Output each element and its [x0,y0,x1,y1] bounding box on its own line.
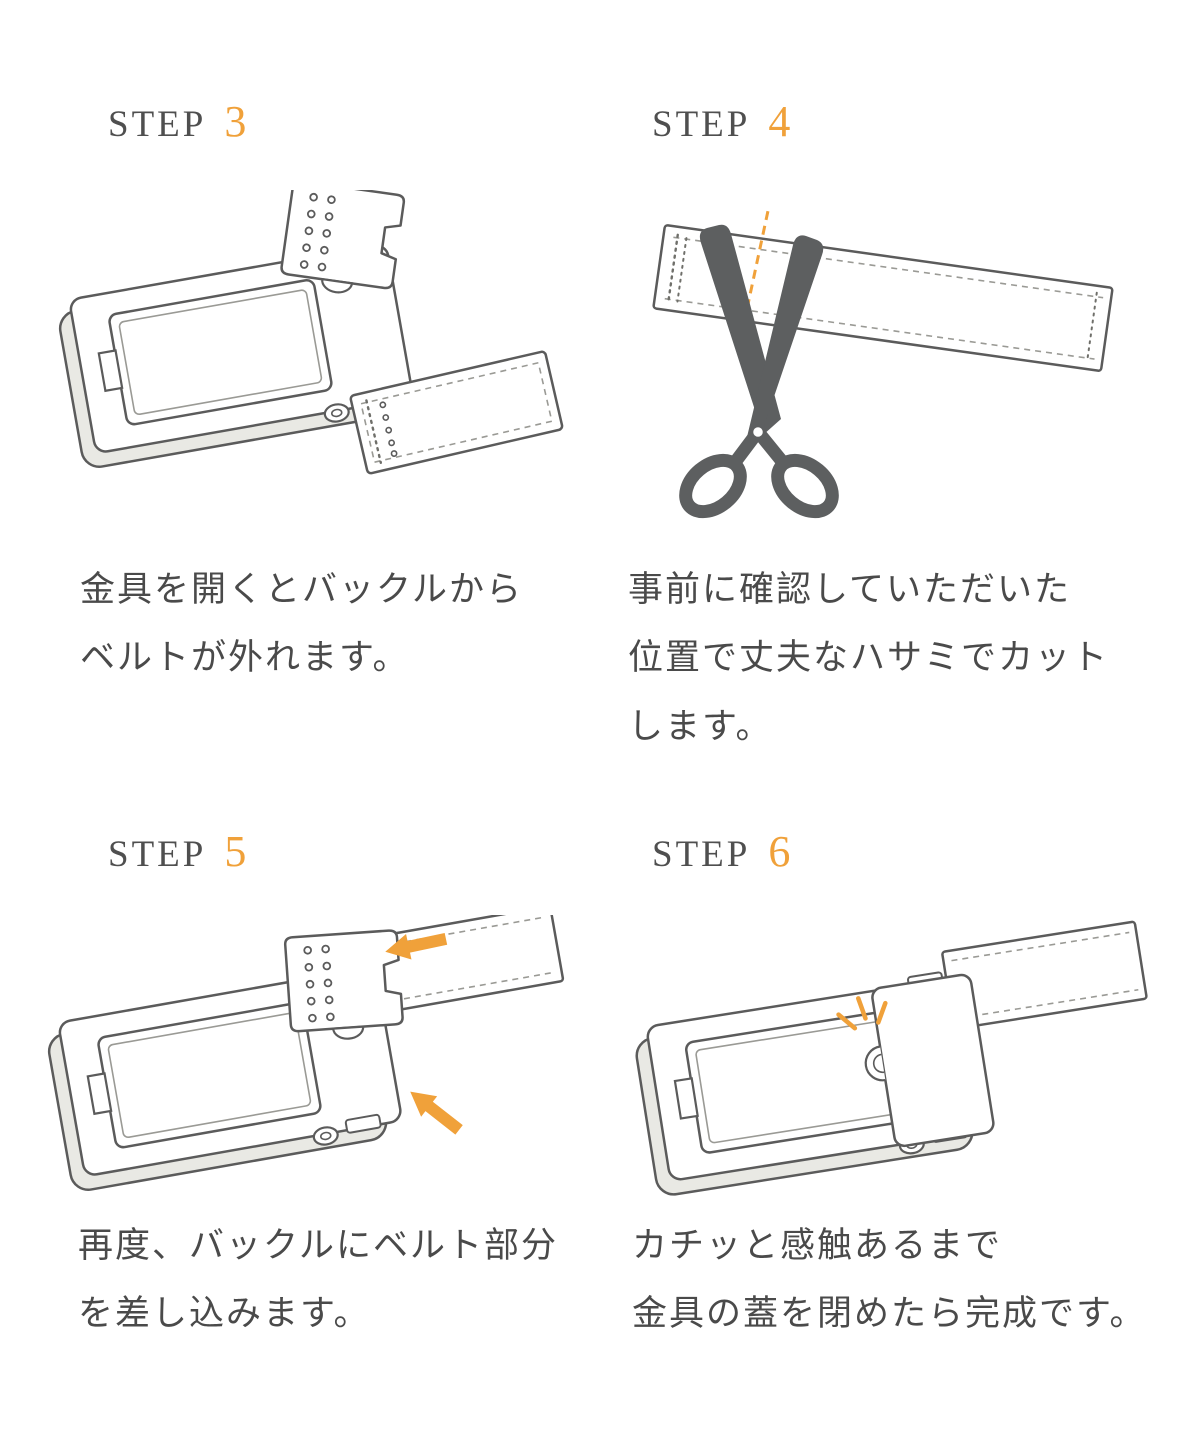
caption-line: 事前に確認していただいた [628,570,1071,609]
buckle-open [45,928,406,1194]
buckle-lid-closed [864,973,995,1148]
caption-line: 金具を開くとバックルから [80,570,523,609]
belt-strap [652,210,1114,372]
caption-line: します。 [628,706,773,746]
step6-heading: STEP 6 [652,826,790,877]
step5-number: 5 [224,827,247,876]
click-emphasis-marks [836,996,888,1031]
step4-heading: STEP 4 [652,96,790,147]
step4-number: 4 [768,97,791,146]
step6-number: 6 [768,827,791,876]
step6-label: STEP [652,834,751,875]
step6-caption: カチッと感触あるまで 金具の蓋を閉めたら完成です。 [632,1212,1147,1349]
belt-strap-detached [349,350,564,475]
step3-caption: 金具を開くとバックルから ベルトが外れます。 [80,556,523,693]
insert-arrow-bottom [402,1081,468,1141]
step3-number: 3 [224,97,247,146]
step4-caption: 事前に確認していただいた 位置で丈夫なハサミでカット します。 [628,556,1109,761]
cut-position-line [737,210,770,349]
illustration-step6-closed-buckle [630,920,1148,1199]
caption-line: 位置で丈夫なハサミでカット [628,638,1110,678]
step4-label: STEP [652,104,751,145]
step3-heading: STEP 3 [108,96,246,147]
step5-label: STEP [108,834,207,875]
illustration-step5-insert-belt [45,915,565,1194]
caption-line: を差し込みます。 [78,1294,371,1334]
step3-label: STEP [108,104,207,145]
illustration-step4-cutting [652,210,1114,519]
caption-line: 金具の蓋を閉めたら完成です。 [632,1294,1147,1334]
step5-caption: 再度、バックルにベルト部分 を差し込みます。 [78,1212,558,1349]
caption-line: カチッと感触あるまで [632,1226,1003,1265]
step5-heading: STEP 5 [108,826,246,877]
scissors-icon [679,224,839,519]
illustration-step3-open-buckle [52,190,564,475]
buckle-closed [630,967,995,1199]
buckle-lid-half-open [283,928,406,1044]
caption-line: ベルトが外れます。 [80,638,410,678]
caption-line: 再度、バックルにベルト部分 [78,1226,558,1265]
